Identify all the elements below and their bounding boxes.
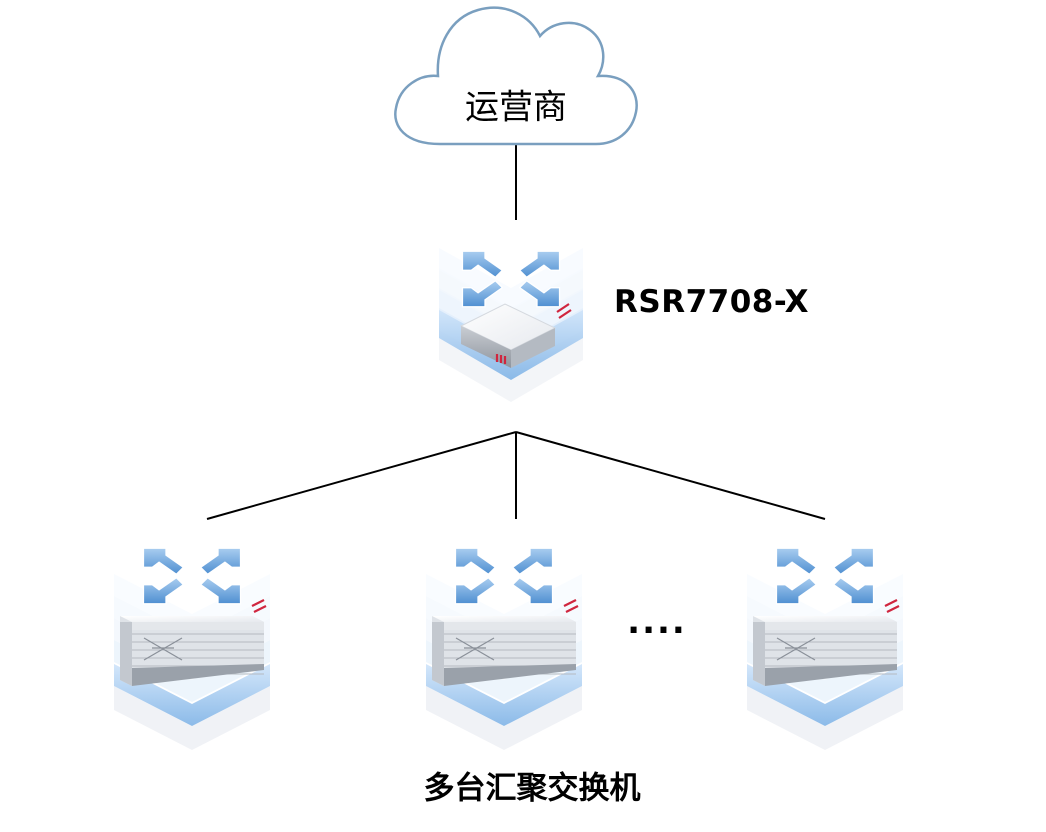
aggregation-switch-icon <box>747 547 903 750</box>
more-switches-ellipsis: .... <box>627 602 687 642</box>
cloud-icon <box>394 6 638 146</box>
router-label: RSR7708-X <box>614 284 810 320</box>
aggregation-switch-icon <box>426 547 582 750</box>
edge-router-switch-3 <box>515 431 826 520</box>
router-icon <box>439 248 583 402</box>
edge-router-switch-1 <box>206 431 517 520</box>
cloud-label: 运营商 <box>465 87 567 128</box>
aggregation-switches-label: 多台汇聚交换机 <box>423 770 641 807</box>
connection-lines <box>206 145 826 520</box>
aggregation-switch-icon <box>114 547 270 750</box>
